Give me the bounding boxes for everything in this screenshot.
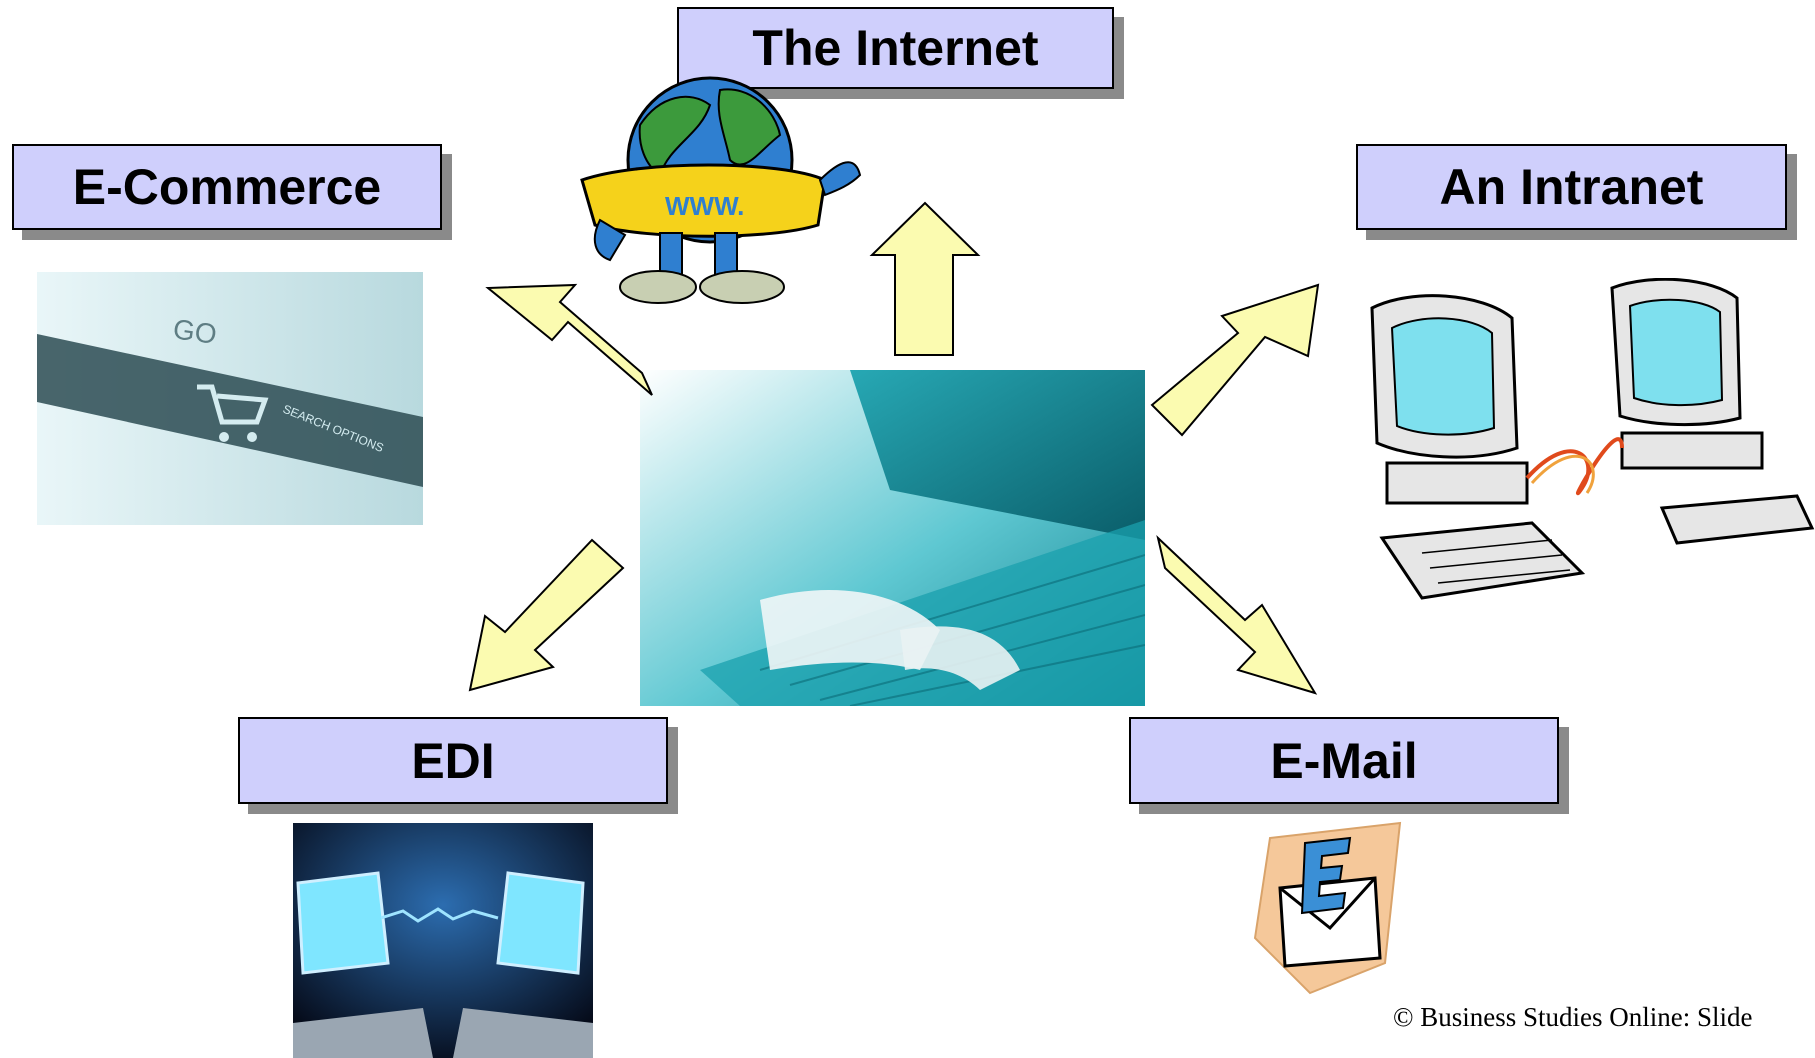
www-globe-icon: WWW. (570, 65, 865, 310)
label-the-internet: The Internet (677, 7, 1114, 89)
arrow-to-intranet (1150, 283, 1320, 437)
label-an-intranet-text: An Intranet (1439, 159, 1704, 215)
copyright-footer: © Business Studies Online: Slide (1393, 1002, 1753, 1033)
label-the-internet-text: The Internet (752, 20, 1039, 76)
label-an-intranet: An Intranet (1356, 144, 1787, 230)
center-laptop-image (640, 370, 1145, 706)
label-edi-text: EDI (411, 732, 495, 789)
label-edi: EDI (238, 717, 668, 804)
ecommerce-go-text: GO (171, 313, 218, 350)
arrow-to-ecommerce (485, 283, 653, 396)
intranet-computers-icon (1352, 278, 1815, 623)
label-e-commerce: E-Commerce (12, 144, 442, 230)
ecommerce-photo: GO SEARCH OPTIONS (37, 272, 423, 525)
arrow-to-email (1156, 534, 1318, 695)
label-e-mail-text: E-Mail (1270, 732, 1418, 789)
label-e-mail: E-Mail (1129, 717, 1559, 804)
globe-shirt-text: WWW. (665, 191, 744, 221)
arrow-to-edi (468, 538, 625, 692)
copyright-footer-text: © Business Studies Online: Slide (1393, 1002, 1753, 1032)
arrow-to-internet (869, 201, 981, 356)
label-e-commerce-text: E-Commerce (72, 159, 382, 215)
edi-photo (293, 823, 593, 1058)
email-envelope-icon (1250, 818, 1410, 998)
